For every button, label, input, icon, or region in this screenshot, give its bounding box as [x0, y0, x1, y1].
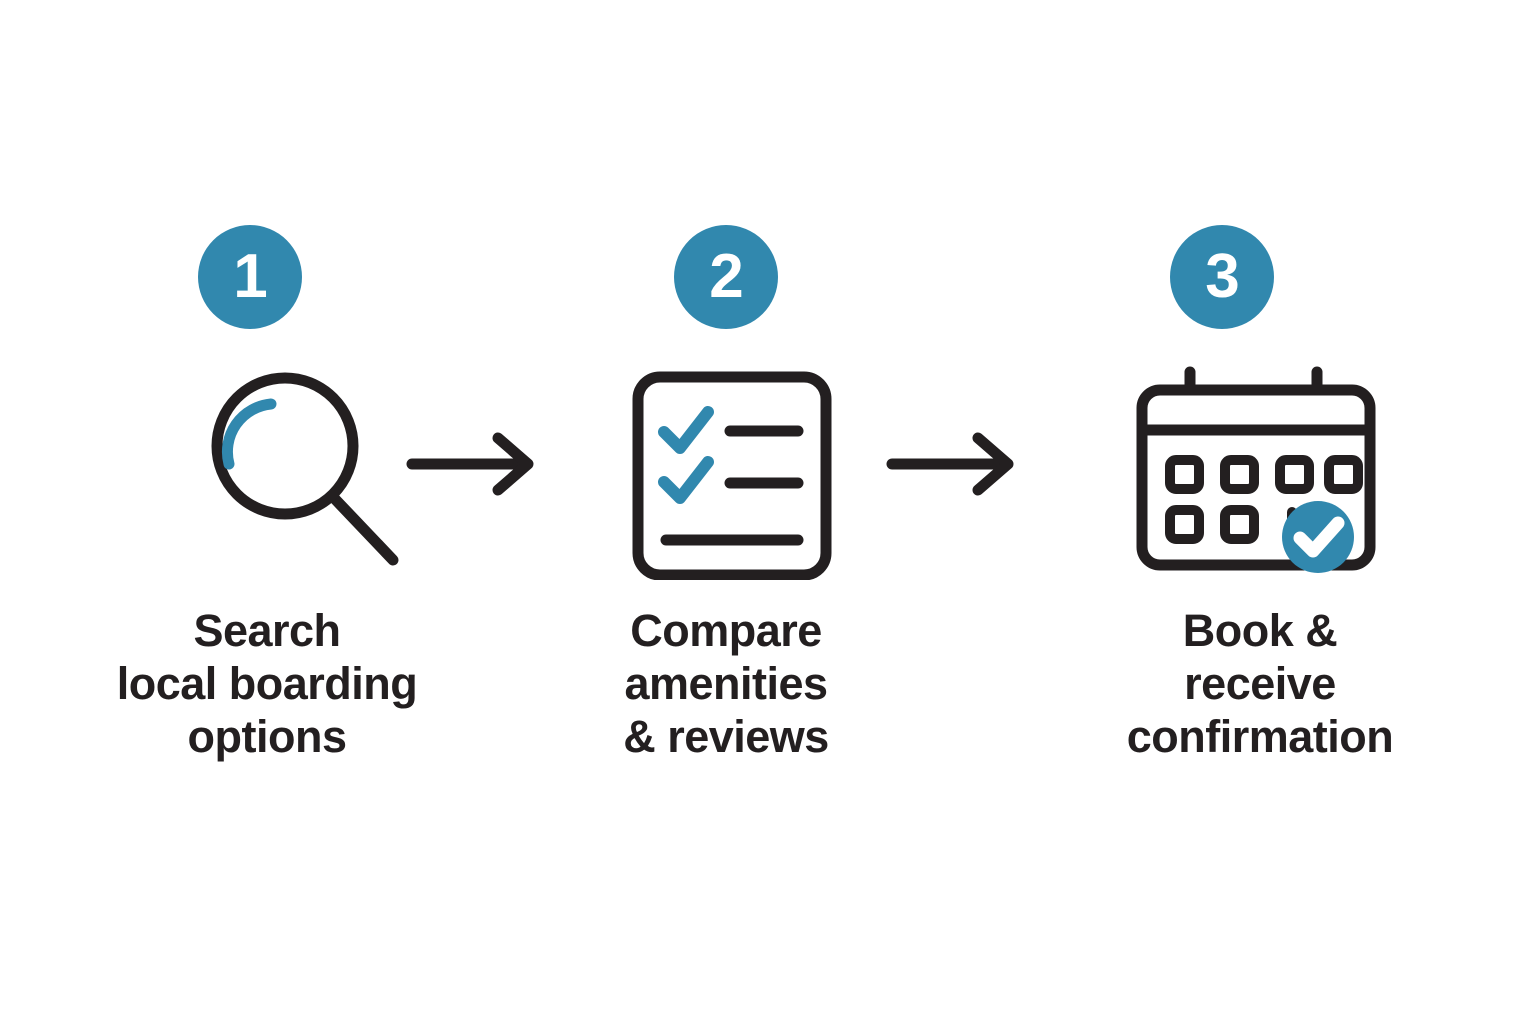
step-number-badge-1: 1	[198, 225, 302, 329]
magnifier-icon	[167, 360, 427, 585]
step-3: 3	[1030, 0, 1490, 1024]
step-number-badge-3: 3	[1170, 225, 1274, 329]
step-number-badge-2: 2	[674, 225, 778, 329]
arrow-right-icon-2	[880, 430, 1030, 505]
step-number-1: 1	[233, 242, 267, 311]
step-1: 1 Search local boarding options	[37, 0, 497, 1024]
arrow-right-icon-1	[400, 430, 550, 505]
step-caption-2: Compare amenities & reviews	[623, 605, 829, 763]
calendar-check-icon	[1100, 360, 1380, 590]
checklist-icon	[620, 360, 850, 585]
step-caption-3: Book & receive confirmation	[1126, 605, 1394, 763]
step-number-3: 3	[1205, 242, 1239, 311]
step-2: 2 Compare amenities & reviews	[496, 0, 956, 1024]
step-number-2: 2	[709, 242, 743, 311]
step-caption-1: Search local boarding options	[116, 605, 418, 763]
